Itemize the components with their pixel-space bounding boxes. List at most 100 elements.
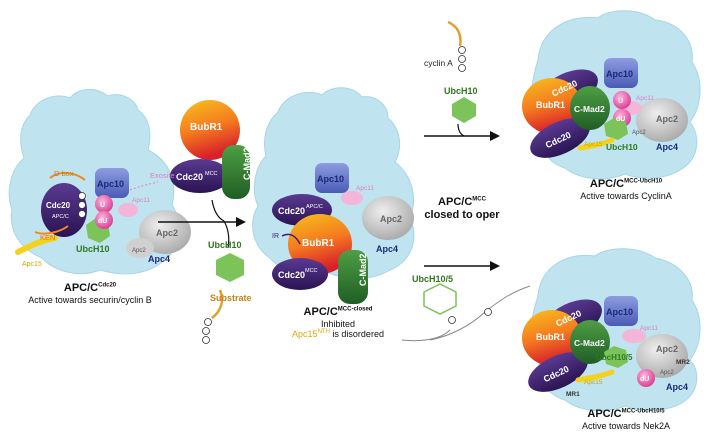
p2-cdc20mcc-label: Cdc20 — [278, 270, 305, 280]
panel3-title: APC/C — [589, 178, 625, 190]
ubiquitin-du-4 — [637, 369, 655, 387]
panel4-caption: APC/CMCC-UbcH10/5 Active towards Nek2A — [556, 408, 696, 431]
p4-bubr1-label: BubR1 — [536, 332, 565, 342]
p4-mr1-label: MR1 — [566, 391, 580, 398]
cyclin-a-lysines — [458, 46, 466, 72]
apc2-shape-4 — [636, 334, 688, 378]
apc15-helix-3 — [577, 137, 615, 151]
cdc20-mcc-shape-3 — [530, 118, 590, 158]
p2-cdc20-label: Cdc20 — [278, 206, 305, 216]
branch-lysines — [448, 308, 492, 324]
apc10-shape — [95, 168, 129, 198]
cdc20-mcc-shape-2 — [272, 258, 328, 290]
ubch10-5-shape-4 — [604, 346, 628, 368]
reactant-ubch10-substrate — [202, 253, 244, 344]
substrate-branch-2 — [401, 329, 451, 342]
p4-mr2-label: MR2 — [676, 359, 690, 366]
apc2-shape-2 — [362, 196, 414, 240]
ubiquitin-u-3 — [613, 91, 631, 109]
p4-apc10-label: Apc10 — [606, 307, 633, 317]
cdc20-apcc-shape — [41, 183, 87, 237]
p3-cmad2-label: C-Mad2 — [574, 104, 605, 114]
apc10-shape-2 — [315, 163, 349, 193]
p1-dbox-label: D box — [54, 169, 74, 178]
p4-cmad2-label: C-Mad2 — [574, 338, 605, 348]
p2-bubr1-label: BubR1 — [302, 238, 335, 249]
panel4-title: APC/C — [587, 408, 622, 420]
p3-du-label: dU — [616, 116, 625, 123]
arrow-bottom — [424, 261, 500, 271]
panel2-line3-sup: NTH — [317, 328, 330, 335]
reactant-substrate-label: Substrate — [210, 293, 252, 303]
p1-apc10-label: Apc10 — [97, 179, 124, 189]
p3-ubch10-label: UbcH10 — [606, 142, 638, 152]
cyclin-a-strand — [447, 20, 462, 47]
p1-apc4-label: Apc4 — [148, 254, 170, 264]
cyclin-a-label: cyclin A — [424, 58, 453, 68]
p1-apc2-label: Apc2 — [156, 228, 178, 238]
middle-ubch10-label: UbcH10 — [444, 86, 478, 96]
p1-cdc20-sub: APC/C — [52, 214, 69, 220]
p4-apc4-label: Apc4 — [666, 382, 688, 392]
p1-u-label: U — [100, 202, 105, 209]
p1-exosite-label: Exosite — [150, 171, 175, 180]
p2-apc11-label: Apc11 — [356, 185, 374, 192]
apc10-shape-4 — [604, 296, 638, 326]
panel4-title-sup: MCC-UbcH10/5 — [621, 408, 665, 415]
apc15-helix — [15, 235, 58, 255]
middle-ubch10-5-shape — [423, 283, 457, 315]
apc11-shape — [118, 203, 138, 217]
panel3-title-sup: MCC-UbcH10 — [624, 178, 663, 185]
panel3-complex — [522, 10, 701, 180]
cmad2-shape-4 — [570, 320, 610, 364]
ubiquitin-u — [95, 195, 113, 213]
p2-cdc20mcc-sup: MCC — [305, 268, 318, 274]
apc2-whb-shape — [126, 238, 154, 258]
apc2-shape-3 — [636, 98, 688, 142]
p1-apc11-label: Apc11 — [132, 197, 150, 204]
p4-apc2whb-label: Apc2 — [660, 370, 674, 376]
ken-strand — [34, 225, 69, 235]
panel2-line3-b: is disordered — [329, 328, 384, 339]
panel4-subtitle: Active towards Nek2A — [581, 420, 671, 431]
substrate-lysines — [78, 192, 86, 218]
ir-strand-2 — [281, 233, 301, 245]
p4-apc15-label: Apc15 — [584, 379, 603, 386]
apc11-shape-2 — [341, 191, 363, 205]
p1-ubch10-label: UbcH10 — [76, 244, 110, 254]
panel2-complex — [252, 87, 415, 304]
p4-ubch10-5-label: UbcH10/5 — [596, 353, 633, 362]
ubch10-shape-3 — [604, 118, 628, 140]
p2-apc10-label: Apc10 — [317, 174, 344, 184]
panel1-title-sup: Cdc20 — [98, 282, 117, 289]
p2-apc2-label: Apc2 — [380, 214, 402, 224]
cmad2-shape-2 — [338, 250, 368, 304]
panel2-title: APC/C — [303, 306, 338, 318]
mcc-cdc20-label: Cdc20 — [176, 172, 203, 182]
dbox-strand — [49, 172, 86, 181]
arrow-top — [424, 123, 500, 141]
p3-bubr1-label: BubR1 — [536, 100, 565, 110]
reactant-ubch10-label: UbcH10 — [208, 240, 242, 250]
arrow-1 — [158, 199, 246, 249]
panel3-subtitle: Active towards CyclinA — [580, 190, 672, 201]
middle-ubch10-shape — [452, 97, 476, 123]
p3-apc2-label: Apc2 — [656, 114, 678, 124]
panel4-complex — [522, 248, 701, 412]
panel2-line2: Inhibited — [320, 318, 356, 329]
p1-apc2whb-label: Apc2 — [132, 248, 146, 254]
p3-apc15-label: Apc15 — [584, 141, 603, 148]
bubr1-shape-4 — [522, 310, 582, 366]
p1-apc15-label: Apc15 — [22, 261, 42, 268]
p2-cmad2-label: C-Mad2 — [358, 253, 368, 286]
reactant-substrate-strand — [211, 289, 224, 319]
p2-apc4-label: Apc4 — [376, 244, 398, 254]
p2-ir-label: IR — [272, 233, 279, 240]
middle-title: APC/C — [438, 196, 473, 208]
cdc20-mcc-shape-4 — [528, 352, 588, 392]
p4-apc2-label: Apc2 — [656, 344, 678, 354]
apc15-helix-4 — [575, 369, 615, 383]
p3-apc11-label: Apc11 — [636, 95, 654, 102]
